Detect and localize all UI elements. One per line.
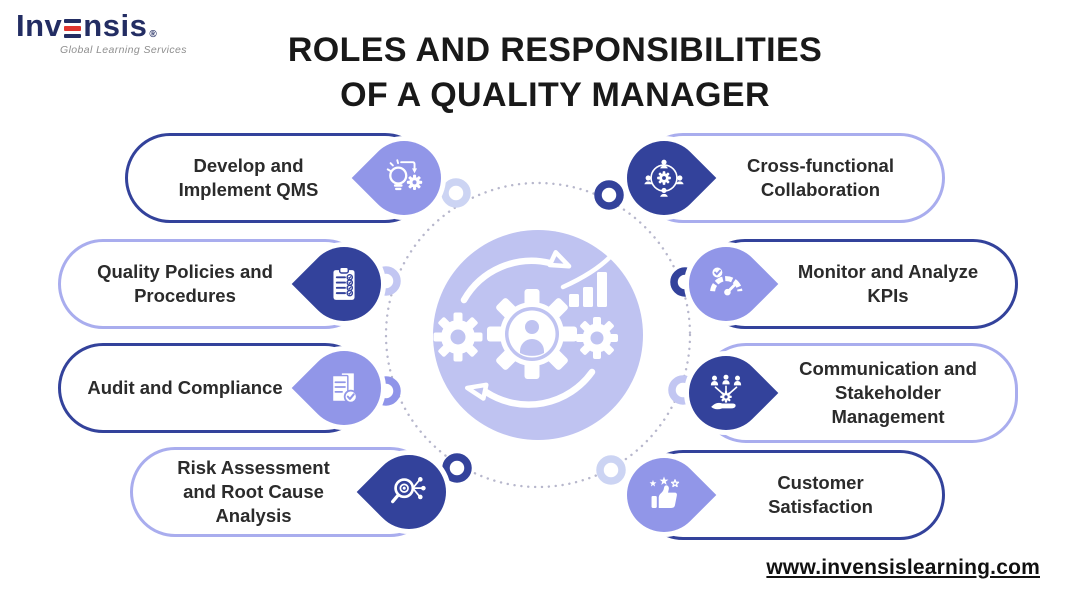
logo-e-bars-icon <box>64 18 82 38</box>
bulb-gear-icon <box>386 159 423 191</box>
role-label: Audit and Compliance <box>87 377 283 399</box>
website-link[interactable]: www.invensislearning.com <box>766 556 1040 579</box>
role-pill-cross-functional: Cross-functional Collaboration <box>611 125 945 231</box>
role-badge <box>351 125 457 231</box>
role-badge <box>291 335 397 441</box>
logo-text-prefix: Inv <box>16 8 63 43</box>
gear-person-icon <box>487 289 577 379</box>
role-label: Risk Assessment and Root Cause Analysis <box>177 457 330 526</box>
thumbs-up-stars-icon <box>649 476 680 508</box>
gauge-check-icon <box>710 267 743 296</box>
role-label: Customer Satisfaction <box>768 472 873 517</box>
role-pill-monitor-kpis: Monitor and Analyze KPIs <box>673 231 1018 337</box>
dotted-ring <box>384 181 692 489</box>
role-label: Monitor and Analyze KPIs <box>797 261 979 306</box>
role-badge <box>291 231 397 337</box>
role-pill-develop-implement-qms: Develop and Implement QMS <box>125 125 457 231</box>
role-badge <box>611 442 717 548</box>
logo-tagline: Global Learning Services <box>60 44 187 56</box>
page-title: ROLES AND RESPONSIBILITIES OF A QUALITY … <box>215 28 895 118</box>
hand-people-gear-icon <box>710 374 742 410</box>
gear-right-icon <box>576 317 618 359</box>
role-badge <box>356 439 462 545</box>
cycle-arrow-top-icon <box>460 250 572 304</box>
role-label: Communication and Stakeholder Management <box>799 358 977 427</box>
role-badge <box>611 125 717 231</box>
registered-mark: ® <box>149 29 158 40</box>
role-badge <box>673 231 779 337</box>
role-pill-customer-satisfaction: Customer Satisfaction <box>611 442 945 548</box>
role-label: Cross-functional Collaboration <box>747 155 894 200</box>
role-label: Quality Policies and Procedures <box>97 261 273 306</box>
role-badge <box>673 340 779 446</box>
magnifier-root-cause-icon <box>391 477 426 504</box>
growth-chart-icon <box>560 247 622 307</box>
invensis-logo: Inv nsis ® Global Learning Services <box>16 10 187 56</box>
title-line-2: OF A QUALITY MANAGER <box>340 75 770 114</box>
gear-left-icon <box>433 312 483 362</box>
title-line-1: ROLES AND RESPONSIBILITIES <box>287 31 823 69</box>
role-pill-audit-compliance: Audit and Compliance <box>58 335 397 441</box>
clipboard-checklist-icon <box>333 266 355 300</box>
role-pill-quality-policies: Quality Policies and Procedures <box>58 231 397 337</box>
invensis-wordmark: Inv nsis ® <box>16 10 187 41</box>
people-network-icon <box>644 159 684 197</box>
logo-text-suffix: nsis <box>83 8 148 43</box>
role-pill-communication-stakeholder: Communication and Stakeholder Management <box>673 340 1018 446</box>
role-pill-risk-assessment: Risk Assessment and Root Cause Analysis <box>130 439 462 545</box>
document-check-icon <box>331 371 358 404</box>
role-label: Develop and Implement QMS <box>178 155 319 200</box>
cycle-arrow-bottom-icon <box>464 368 596 408</box>
